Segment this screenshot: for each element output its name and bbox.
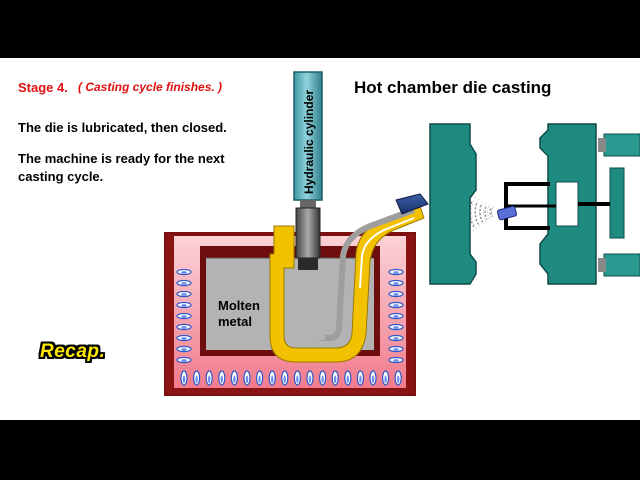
moving-die — [539, 123, 640, 285]
flame-icon — [306, 370, 314, 386]
flame-icon — [388, 345, 404, 353]
flame-icon — [176, 312, 192, 320]
flame-icon — [388, 268, 404, 276]
flame-icon — [388, 356, 404, 364]
ejector-mechanism — [504, 182, 610, 230]
flame-icon — [176, 268, 404, 386]
slide-canvas: Stage 4. ( Casting cycle finishes. ) Hot… — [0, 58, 640, 420]
flame-icon — [388, 301, 404, 309]
flame-icon — [388, 323, 404, 331]
flame-icon — [176, 334, 192, 342]
flame-icon — [268, 370, 276, 386]
flame-icon — [205, 370, 213, 386]
flame-icon — [218, 370, 226, 386]
die-casting-diagram — [164, 71, 640, 396]
flame-icon — [176, 279, 192, 287]
stage-description: ( Casting cycle finishes. ) — [78, 80, 223, 94]
lubricant-sprayer — [496, 205, 518, 221]
melting-pot — [200, 246, 380, 356]
hydraulic-cylinder — [293, 71, 323, 270]
flame-icon — [193, 370, 201, 386]
flame-icon — [230, 370, 238, 386]
flame-icon — [394, 370, 402, 386]
flame-icon — [281, 370, 289, 386]
flame-icon — [344, 370, 352, 386]
flame-icon — [176, 345, 192, 353]
page-title: Hot chamber die casting — [354, 78, 552, 97]
flame-icon — [388, 279, 404, 287]
instruction-line-1: The die is lubricated, then closed. — [18, 120, 227, 135]
flame-icon — [256, 370, 264, 386]
flame-icon — [388, 290, 404, 298]
instruction-line-2: The machine is ready for the next castin… — [18, 151, 225, 184]
molten-metal-label: Molten metal — [218, 298, 260, 329]
flame-icon — [180, 370, 188, 386]
nozzle — [395, 193, 429, 215]
stage-label: Stage 4. — [18, 80, 68, 95]
fixed-die — [429, 123, 477, 285]
flame-icon — [319, 370, 327, 386]
flame-icon — [382, 370, 390, 386]
flame-icon — [388, 334, 404, 342]
flame-icon — [369, 370, 377, 386]
flame-icon — [388, 312, 404, 320]
flame-icon — [293, 370, 301, 386]
flame-icon — [176, 356, 192, 364]
flame-icon — [176, 290, 192, 298]
flame-icon — [176, 301, 192, 309]
recap-label: Recap. — [40, 341, 106, 362]
flame-icon — [356, 370, 364, 386]
flame-icon — [331, 370, 339, 386]
flame-icon — [176, 268, 192, 276]
flame-icon — [243, 370, 251, 386]
flame-icon — [176, 323, 192, 331]
